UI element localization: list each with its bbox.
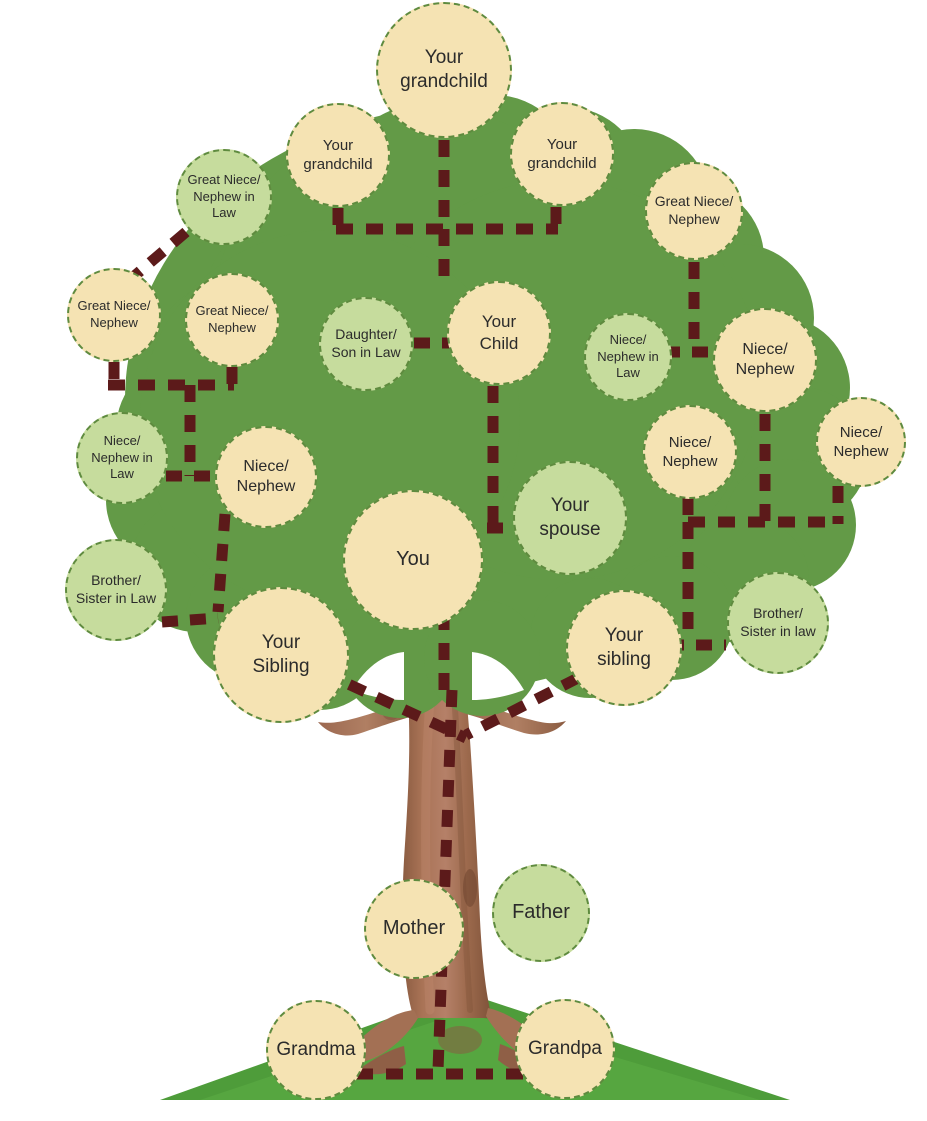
node-grandpa[interactable]: Grandpa — [515, 999, 615, 1099]
connector-trunk-vertical — [432, 689, 458, 1071]
node-label: Great Niece/ Nephew — [654, 193, 734, 227]
node-grandma[interactable]: Grandma — [266, 1000, 366, 1100]
node-label: Your grandchild — [527, 135, 597, 172]
node-niece-nephew-far-right[interactable]: Niece/ Nephew — [816, 397, 906, 487]
node-label: Daughter/ Son in Law — [331, 326, 401, 360]
node-label: Niece/ Nephew — [236, 457, 296, 495]
node-brother-sister-in-law-left[interactable]: Brother/ Sister in Law — [65, 539, 167, 641]
node-niece-nephew-in-law-right[interactable]: Niece/ Nephew in Law — [584, 313, 672, 401]
connector-great-niece-inlaw-diag — [128, 227, 190, 283]
node-label: You — [396, 548, 430, 571]
node-great-niece-nephew-far-left[interactable]: Great Niece/ Nephew — [67, 268, 161, 362]
node-label: Grandma — [276, 1038, 356, 1060]
node-great-niece-nephew-in-law-left[interactable]: Great Niece/ Nephew in Law — [176, 149, 272, 245]
node-niece-nephew-right-lower[interactable]: Niece/ Nephew — [643, 405, 737, 499]
node-great-niece-nephew-right[interactable]: Great Niece/ Nephew — [645, 162, 743, 260]
node-niece-nephew-in-law-left[interactable]: Niece/ Nephew in Law — [76, 412, 168, 504]
node-label: Your grandchild — [400, 46, 488, 92]
node-label: Niece/ Nephew — [833, 423, 889, 460]
connector-sibling-left-to-trunk — [319, 667, 469, 743]
node-label: Your sibling — [597, 624, 651, 670]
node-label: Your Sibling — [252, 631, 310, 677]
node-label: Great Niece/ Nephew in Law — [187, 172, 261, 221]
node-label: Niece/ Nephew in Law — [597, 332, 659, 381]
node-label: Your grandchild — [303, 136, 373, 173]
node-label: Niece/ Nephew — [662, 433, 718, 470]
node-label: Niece/ Nephew in Law — [91, 433, 153, 482]
node-your-spouse[interactable]: Your spouse — [513, 461, 627, 575]
connector-sibling-left-to-inlaw — [161, 612, 219, 628]
node-label: Great Niece/ Nephew — [195, 303, 269, 335]
node-father[interactable]: Father — [492, 864, 590, 962]
node-label: Brother/ Sister in Law — [75, 572, 157, 606]
node-label: Your spouse — [539, 494, 601, 540]
node-your-child[interactable]: Your Child — [447, 281, 551, 385]
node-your-sibling-right[interactable]: Your sibling — [566, 590, 682, 706]
node-label: Niece/ Nephew — [735, 340, 795, 378]
connector-sibling-right-to-trunk — [463, 673, 581, 740]
node-label: Brother/ Sister in law — [740, 605, 816, 639]
node-grandchild-left[interactable]: Your grandchild — [286, 103, 390, 207]
node-great-niece-nephew-left[interactable]: Great Niece/ Nephew — [185, 273, 279, 367]
node-your-sibling-left[interactable]: Your Sibling — [213, 587, 349, 723]
node-brother-sister-in-law-right[interactable]: Brother/ Sister in law — [727, 572, 829, 674]
node-label: Mother — [382, 917, 446, 940]
node-daughter-son-in-law[interactable]: Daughter/ Son in Law — [319, 297, 413, 391]
node-grandchild-center[interactable]: Your grandchild — [376, 2, 512, 138]
node-niece-nephew-left[interactable]: Niece/ Nephew — [215, 426, 317, 528]
node-grandchild-right[interactable]: Your grandchild — [510, 102, 614, 206]
connector-niece-left-down-sibling — [212, 513, 231, 613]
node-label: Grandpa — [528, 1037, 602, 1059]
node-you[interactable]: You — [343, 490, 483, 630]
node-niece-nephew-right-upper[interactable]: Niece/ Nephew — [713, 308, 817, 412]
node-mother[interactable]: Mother — [364, 879, 464, 979]
node-label: Father — [512, 901, 570, 924]
node-label: Your Child — [479, 312, 519, 353]
node-label: Great Niece/ Nephew — [77, 298, 151, 330]
